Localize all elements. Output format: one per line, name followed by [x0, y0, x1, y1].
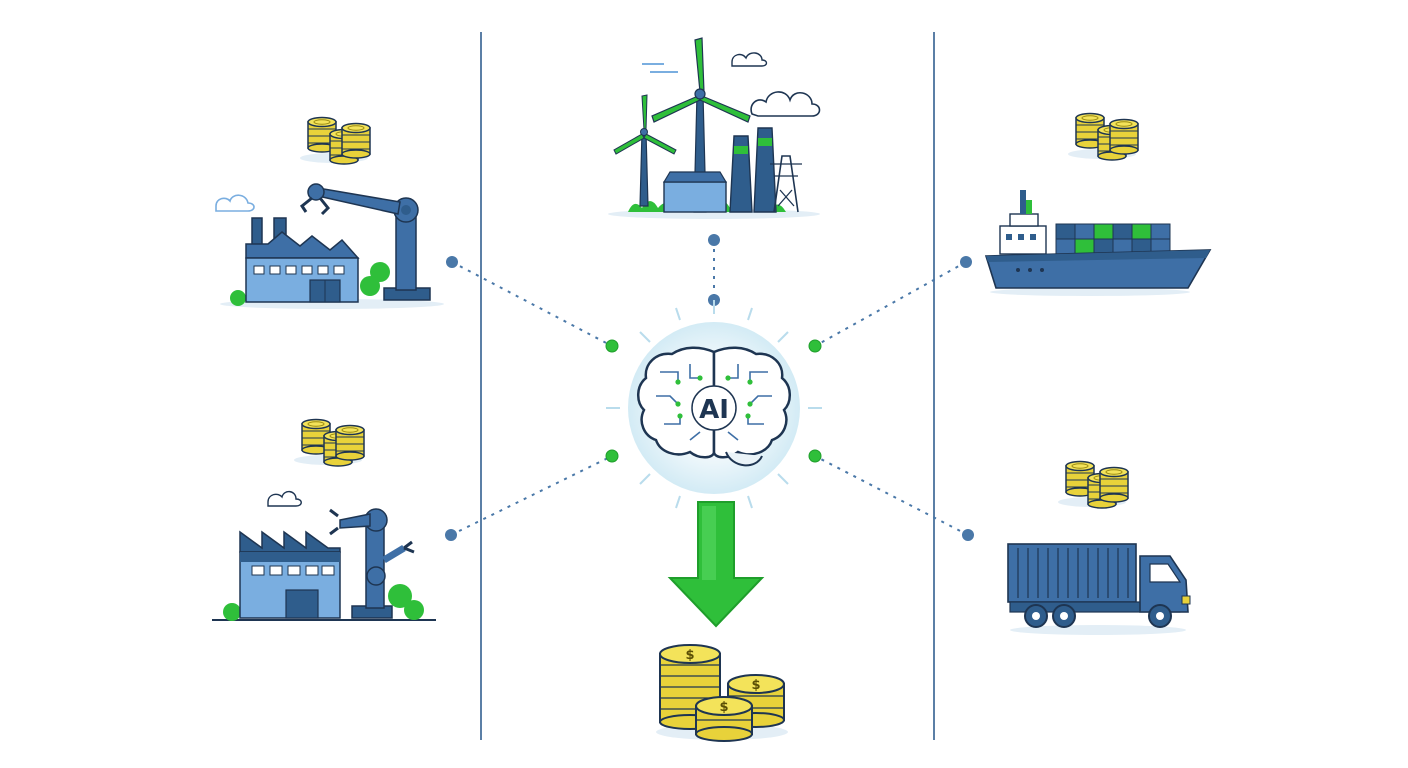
ai-label: AI [699, 395, 729, 425]
ai-brain-icon: AI [606, 300, 822, 516]
factory-robot-arm-icon [215, 118, 444, 309]
coin-stack-icon [1068, 114, 1138, 161]
connector-dots [445, 234, 974, 541]
svg-text:$: $ [719, 700, 728, 715]
container-ship-icon [984, 114, 1212, 296]
coin-stack-icon [1058, 462, 1128, 509]
container-truck-icon [1007, 462, 1191, 635]
dot-top-right-outer [960, 256, 972, 268]
dot-top-outer [708, 234, 720, 246]
coin-stack-icon [294, 420, 364, 467]
down-arrow-icon [667, 501, 765, 628]
dot-bottom-right-outer [962, 529, 974, 541]
connector-top-left [451, 261, 613, 347]
coin-stack-icon: $ $ $ [656, 644, 788, 742]
dot-bottom-left-inner [605, 449, 619, 463]
connector-bottom-left [450, 455, 613, 536]
dot-top-right-inner [808, 339, 822, 353]
dot-top-left-outer [446, 256, 458, 268]
connector-top-right [814, 261, 967, 347]
dot-top-left-inner [605, 339, 619, 353]
dot-bottom-right-inner [808, 449, 822, 463]
factory-robot-arm-small-icon [212, 420, 436, 621]
svg-text:$: $ [751, 678, 760, 693]
svg-text:$: $ [685, 648, 694, 663]
wind-turbine-power-plant-icon [608, 37, 821, 219]
dot-bottom-left-outer [445, 529, 457, 541]
coin-stack-icon [300, 118, 370, 165]
connector-bottom-right [814, 455, 969, 536]
connectors [450, 240, 969, 536]
